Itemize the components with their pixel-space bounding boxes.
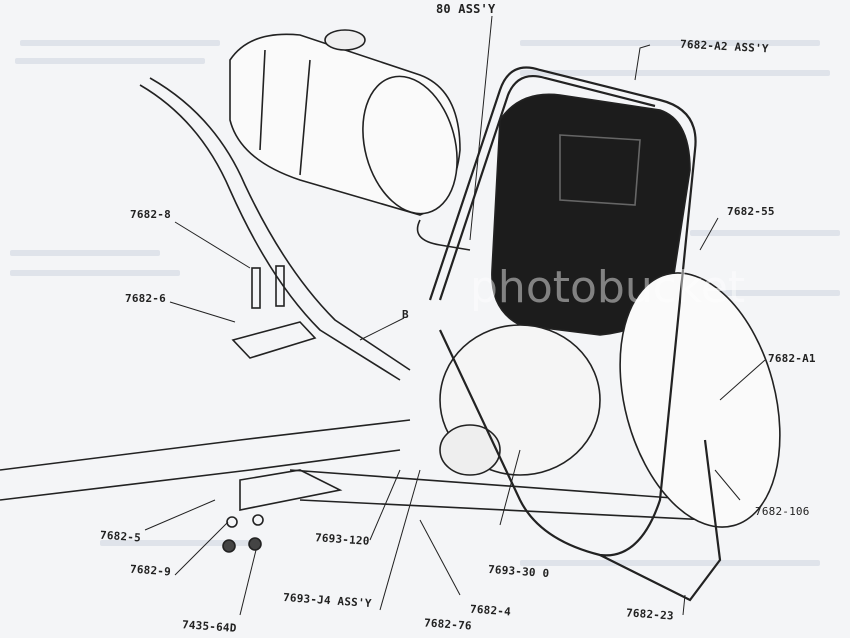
- fuel-tank: [229, 29, 471, 251]
- callout-7682-106: 7682-106: [755, 505, 810, 518]
- roll-frame: [428, 66, 722, 602]
- callout-7682-5: 7682-5: [99, 528, 142, 545]
- engine-shroud: [439, 93, 781, 528]
- bolts: [231, 265, 317, 359]
- callout-7682-6: 7682-6: [125, 292, 166, 305]
- callout-7682-55: 7682-55: [727, 205, 775, 218]
- washers-and-nuts: [222, 514, 264, 553]
- callout-7682-9: 7682-9: [129, 562, 172, 579]
- leader-lines: [144, 15, 766, 616]
- callout-7682-4: 7682-4: [469, 602, 512, 619]
- watermark: photobucket: [470, 262, 746, 313]
- callout-7682-8: 7682-8: [130, 208, 171, 221]
- callout-top-assembly: 80 ASS'Y: [436, 2, 496, 16]
- callout-7682-a1: 7682-A1: [768, 352, 816, 365]
- callout-b: B: [402, 308, 409, 321]
